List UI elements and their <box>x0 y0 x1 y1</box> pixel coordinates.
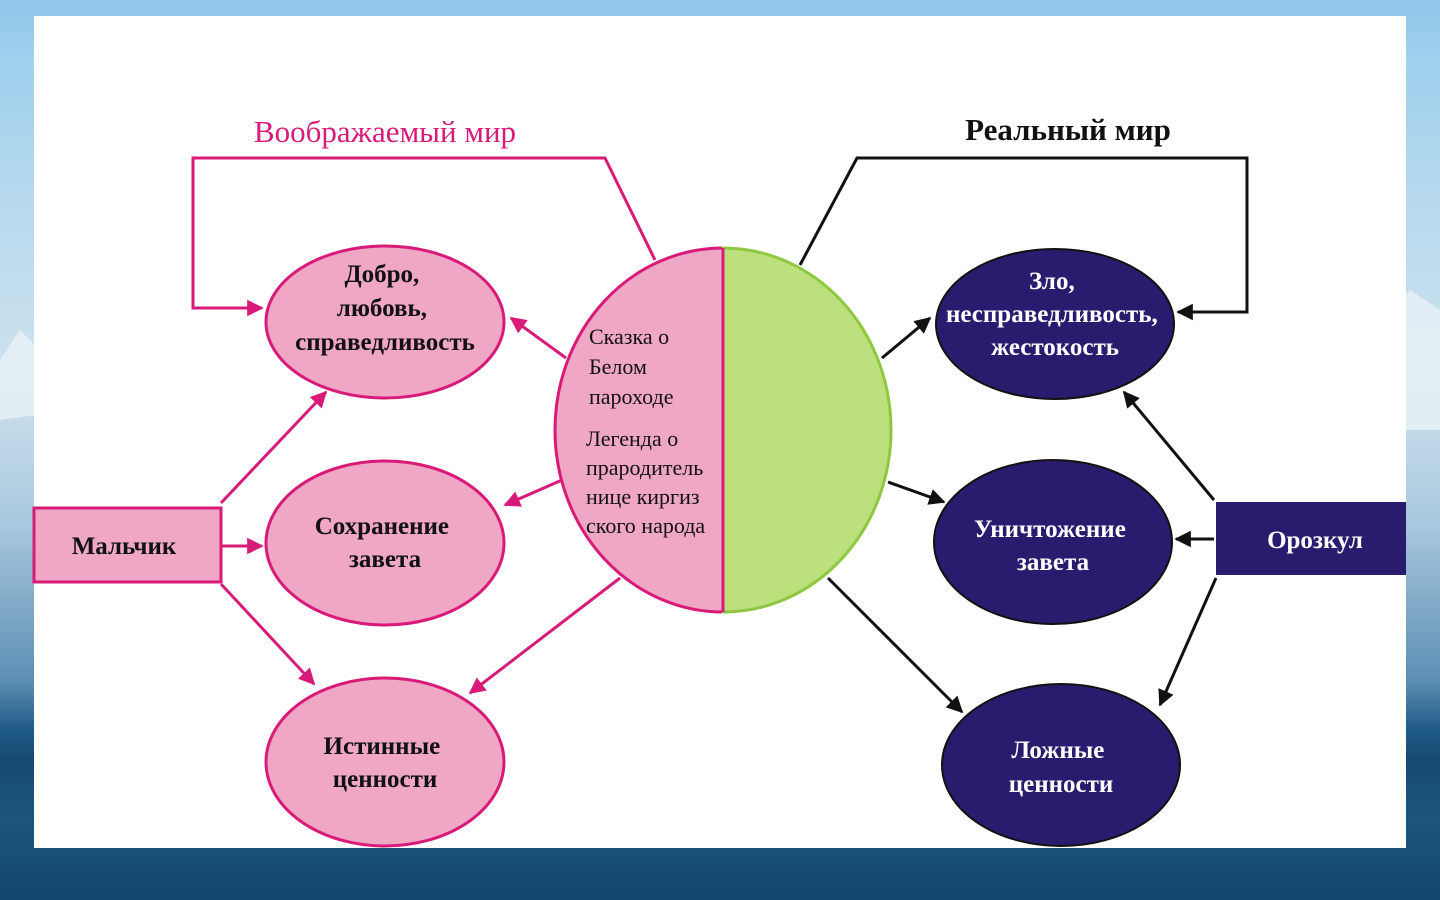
svg-text:Орозкул: Орозкул <box>1267 527 1363 554</box>
destroy-covenant-node: Уничтожение завета <box>933 459 1173 625</box>
true-values-node: Истинные ценности <box>264 676 506 848</box>
arrow-circle-to-good <box>509 316 567 360</box>
imaginary-world-connector <box>191 156 657 317</box>
evil-injustice-cruelty-node: Зло, несправедливость, жестокость <box>935 248 1175 400</box>
arrow-orozkul-to-evil <box>1122 390 1216 501</box>
central-circle-left-half <box>553 246 725 614</box>
arrow-orozkul-to-false-values <box>1158 577 1218 707</box>
false-values-node: Ложные ценности <box>941 683 1181 847</box>
real-world-title: Реальный мир <box>965 112 1171 147</box>
svg-text:Сохранение завета: Сохранение завета <box>315 513 456 573</box>
preserve-covenant-node: Сохранение завета <box>264 459 506 627</box>
svg-text:Добро, любовь, спр: Добро, любовь, справедливость <box>295 261 475 356</box>
svg-text:Мальчик: Мальчик <box>72 533 177 560</box>
orozkul-node: Орозкул <box>1216 502 1406 575</box>
tale-title: Сказка о Белом пароходе <box>589 324 675 409</box>
arrow-boy-to-good <box>219 390 328 505</box>
arrow-circle-to-evil <box>881 316 932 360</box>
svg-text:Ложные ценности: Ложные ценности <box>1009 737 1114 798</box>
good-love-justice-node: Добро, любовь, справедливость <box>264 244 506 400</box>
svg-text:Зло, несправедливость,: Зло, несправедливость, жестокость <box>946 268 1164 361</box>
imaginary-world-title: Воображаемый мир <box>254 114 516 149</box>
arrow-circle-to-false-values <box>826 576 964 714</box>
arrow-circle-to-true-values <box>468 576 621 695</box>
arrow-boy-to-true-values <box>219 582 316 686</box>
legend-title: Легенда о прародитель нице киргиз ского … <box>586 426 709 538</box>
real-world-connector <box>798 156 1249 321</box>
svg-text:Уничтожение завета: Уничтожение завета <box>974 516 1132 576</box>
arrow-circle-to-preserve <box>503 478 563 507</box>
central-circle-right-half <box>721 246 893 614</box>
svg-text:Истинные ценности: Истинные ценности <box>324 733 447 793</box>
arrow-circle-to-destroy <box>887 480 946 505</box>
central-circle <box>553 246 893 614</box>
boy-node: Мальчик <box>32 506 223 584</box>
